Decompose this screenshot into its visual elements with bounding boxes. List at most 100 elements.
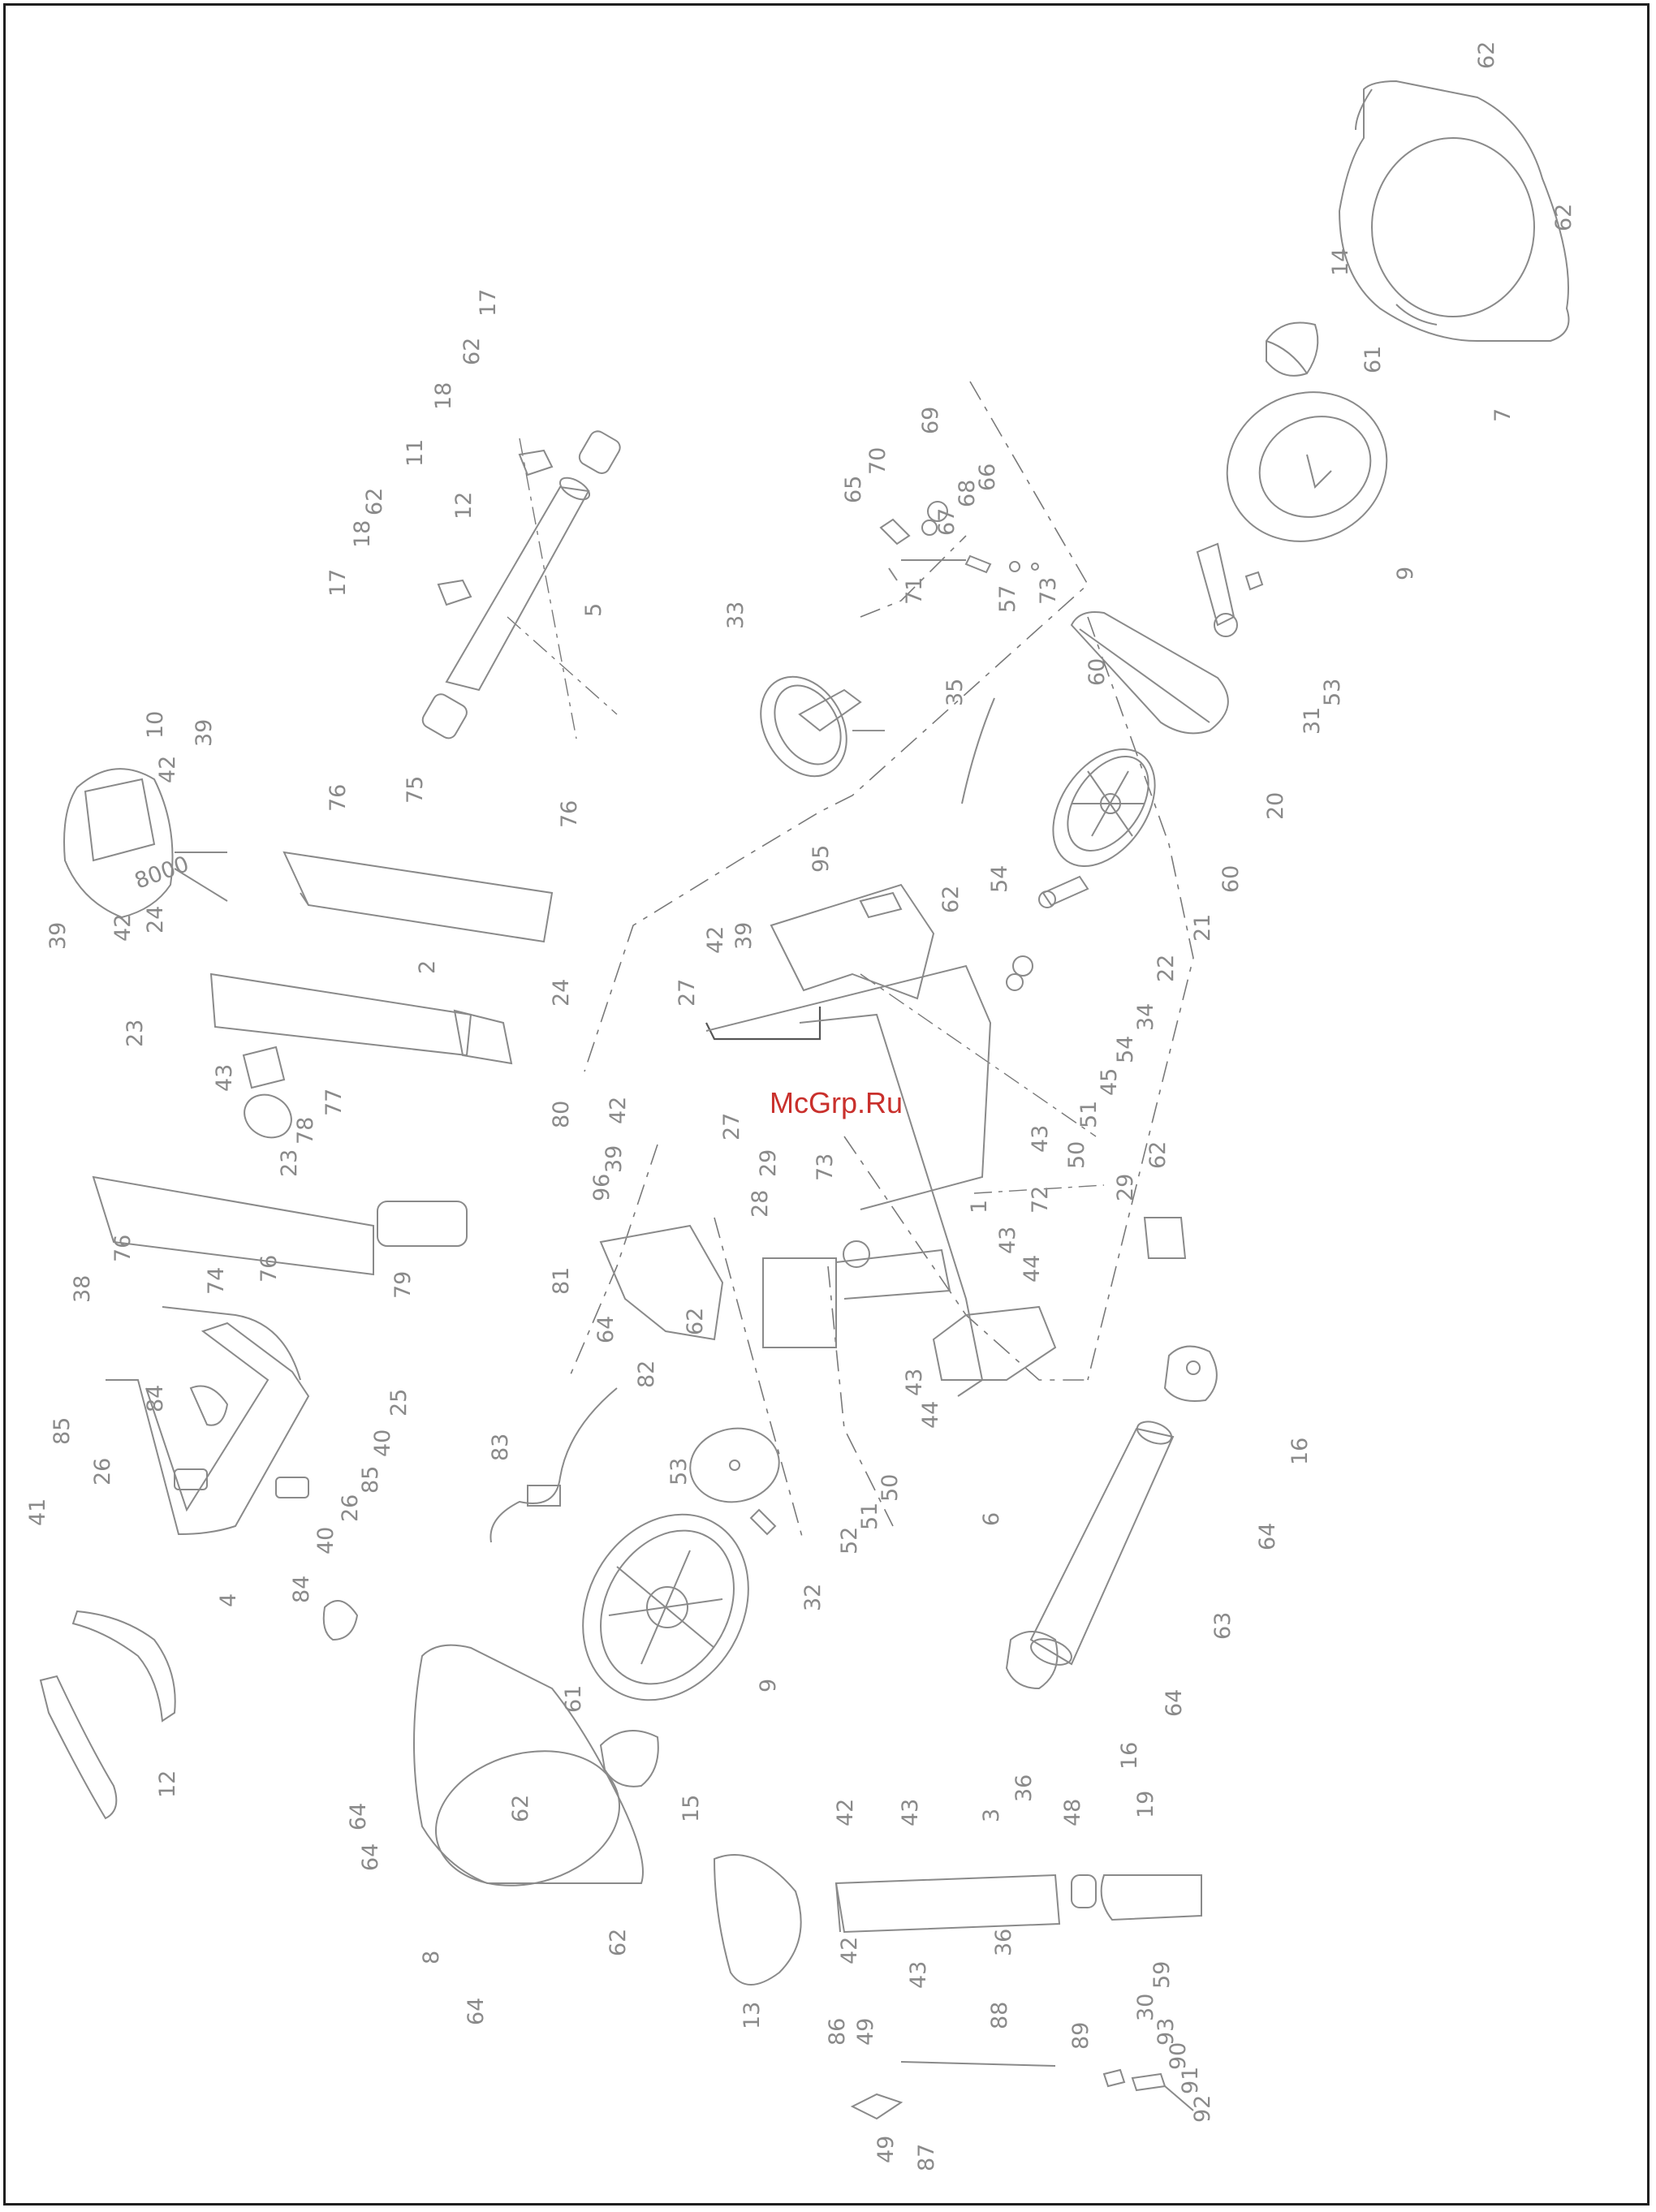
front-shroud-7: [1338, 80, 1570, 342]
callout-label-c-51-b: 51: [857, 1503, 882, 1530]
callout-label-c-78: 78: [293, 1117, 318, 1145]
cable-35: [961, 697, 995, 804]
callout-label-c-76-d: 76: [257, 1255, 282, 1283]
callout-label-c-84-a: 84: [143, 1385, 168, 1412]
callout-label-c-34: 34: [1133, 1003, 1158, 1031]
callout-label-c-16-a: 16: [1287, 1438, 1313, 1465]
callout-label-c-84-b: 84: [289, 1576, 314, 1603]
callout-label-c-36-a: 36: [1011, 1774, 1037, 1802]
callout-label-c-61-b: 61: [561, 1685, 586, 1713]
resistance-wheel-33: [760, 675, 885, 778]
callout-label-c-17-a: 17: [476, 289, 501, 317]
callout-label-c-50-a: 50: [1064, 1141, 1089, 1169]
callout-label-c-39-d: 39: [45, 922, 71, 950]
callout-label-c-54-b: 54: [1113, 1036, 1138, 1063]
callout-label-c-73-a: 73: [1036, 577, 1061, 605]
callout-label-c-92: 92: [1190, 2095, 1215, 2123]
callout-label-c-31: 31: [1300, 707, 1325, 735]
callout-label-c-6: 6: [979, 1512, 1004, 1526]
panel-96: [599, 1224, 724, 1341]
callout-label-c-62-h: 62: [459, 338, 485, 365]
callout-label-c-33: 33: [723, 602, 748, 629]
callout-label-c-29-b: 29: [756, 1149, 781, 1177]
callout-label-c-45: 45: [1097, 1068, 1122, 1096]
callout-label-c-14: 14: [1328, 248, 1353, 276]
callout-label-c-43-c: 43: [902, 1369, 927, 1396]
cap-15: [599, 1730, 659, 1787]
callout-label-c-50-b: 50: [878, 1474, 903, 1502]
callout-label-c-85-a: 85: [50, 1417, 75, 1445]
callout-label-c-24-a: 24: [143, 906, 168, 934]
callout-label-c-80: 80: [549, 1101, 574, 1128]
panel-95: [770, 883, 935, 1000]
callout-label-c-83: 83: [488, 1434, 513, 1461]
callout-label-c-29: 29: [1113, 1174, 1138, 1201]
callout-label-c-2: 2: [415, 960, 440, 974]
callout-label-c-72: 72: [1028, 1186, 1053, 1214]
callout-label-c-35: 35: [942, 679, 968, 706]
callout-label-c-77: 77: [321, 1089, 347, 1116]
callout-label-c-73-b: 73: [813, 1153, 838, 1181]
axle-34: [1006, 875, 1089, 991]
callout-label-c-11: 11: [403, 439, 428, 467]
flywheel-9-lower: [582, 1513, 749, 1701]
callout-label-c-57: 57: [995, 585, 1020, 613]
callout-label-c-44-a: 44: [1020, 1255, 1045, 1283]
callout-label-c-86: 86: [825, 2018, 850, 2046]
callout-label-c-42-a: 42: [703, 926, 728, 954]
callout-label-c-62-b: 62: [1551, 204, 1576, 231]
callout-label-c-62-i: 62: [362, 488, 387, 515]
callout-label-c-54-a: 54: [987, 865, 1012, 893]
callout-label-c-39-a: 39: [731, 922, 757, 950]
callout-label-c-91: 91: [1178, 2067, 1203, 2094]
adjuster-86-93: [850, 2061, 1194, 2120]
callout-label-c-20: 20: [1263, 792, 1288, 820]
callout-label-c-24-b: 24: [549, 979, 574, 1007]
knob-78: [244, 1093, 292, 1139]
callout-label-c-40-b: 40: [313, 1527, 339, 1554]
callout-label-c-40-a: 40: [370, 1429, 395, 1457]
brackets-18: [437, 449, 554, 606]
cover-74: [92, 1175, 374, 1276]
end-cap-16-top: [1163, 1345, 1218, 1402]
callout-label-c-43-b: 43: [995, 1227, 1020, 1254]
callout-label-c-69: 69: [918, 407, 943, 434]
callout-label-c-18-b: 18: [350, 520, 375, 548]
callout-label-c-60-b: 60: [1218, 865, 1244, 893]
callout-label-c-15: 15: [679, 1795, 704, 1822]
callout-label-c-52: 52: [837, 1527, 862, 1554]
callout-label-c-64-e: 64: [358, 1843, 383, 1871]
callout-label-c-65: 65: [841, 476, 866, 503]
callout-label-c-51-a: 51: [1076, 1101, 1102, 1128]
callout-label-c-85-b: 85: [358, 1466, 383, 1494]
callout-label-c-53-b: 53: [666, 1458, 692, 1485]
callout-label-c-36-b: 36: [991, 1929, 1016, 1956]
end-cap-16-bottom: [1005, 1631, 1059, 1690]
watermark: McGrp.Ru: [769, 1086, 903, 1119]
callout-label-c-59: 59: [1149, 1961, 1175, 1989]
upright-2: [209, 972, 513, 1089]
callout-label-c-88: 88: [987, 2002, 1012, 2029]
belt-20: [1070, 611, 1229, 735]
callout-label-c-12-b: 12: [155, 1770, 180, 1798]
callout-label-c-81: 81: [549, 1267, 574, 1295]
crank-31: [1196, 542, 1264, 637]
callout-label-c-49-a: 49: [853, 2018, 878, 2046]
callout-label-c-43-f: 43: [906, 1961, 931, 1989]
callout-label-c-39-c: 39: [192, 719, 217, 747]
diagram-border: [3, 3, 1650, 2206]
callout-label-c-76-b: 76: [557, 800, 582, 828]
callout-label-c-60-a: 60: [1085, 658, 1110, 686]
bracket-29: [1143, 1217, 1187, 1259]
pulley-21: [1052, 748, 1156, 868]
callout-label-c-76-a: 76: [326, 784, 351, 812]
callout-label-c-95: 95: [809, 845, 834, 873]
callout-label-c-26-b: 26: [338, 1494, 363, 1522]
callout-label-c-8: 8: [419, 1951, 444, 1964]
callout-label-c-43-e: 43: [898, 1799, 923, 1826]
callout-label-c-66: 66: [975, 464, 1000, 491]
callout-label-c-44-b: 44: [918, 1401, 943, 1429]
callout-label-c-76-c: 76: [110, 1235, 136, 1262]
seat-post-3: [834, 1874, 1202, 1934]
callout-label-c-21: 21: [1190, 914, 1215, 942]
